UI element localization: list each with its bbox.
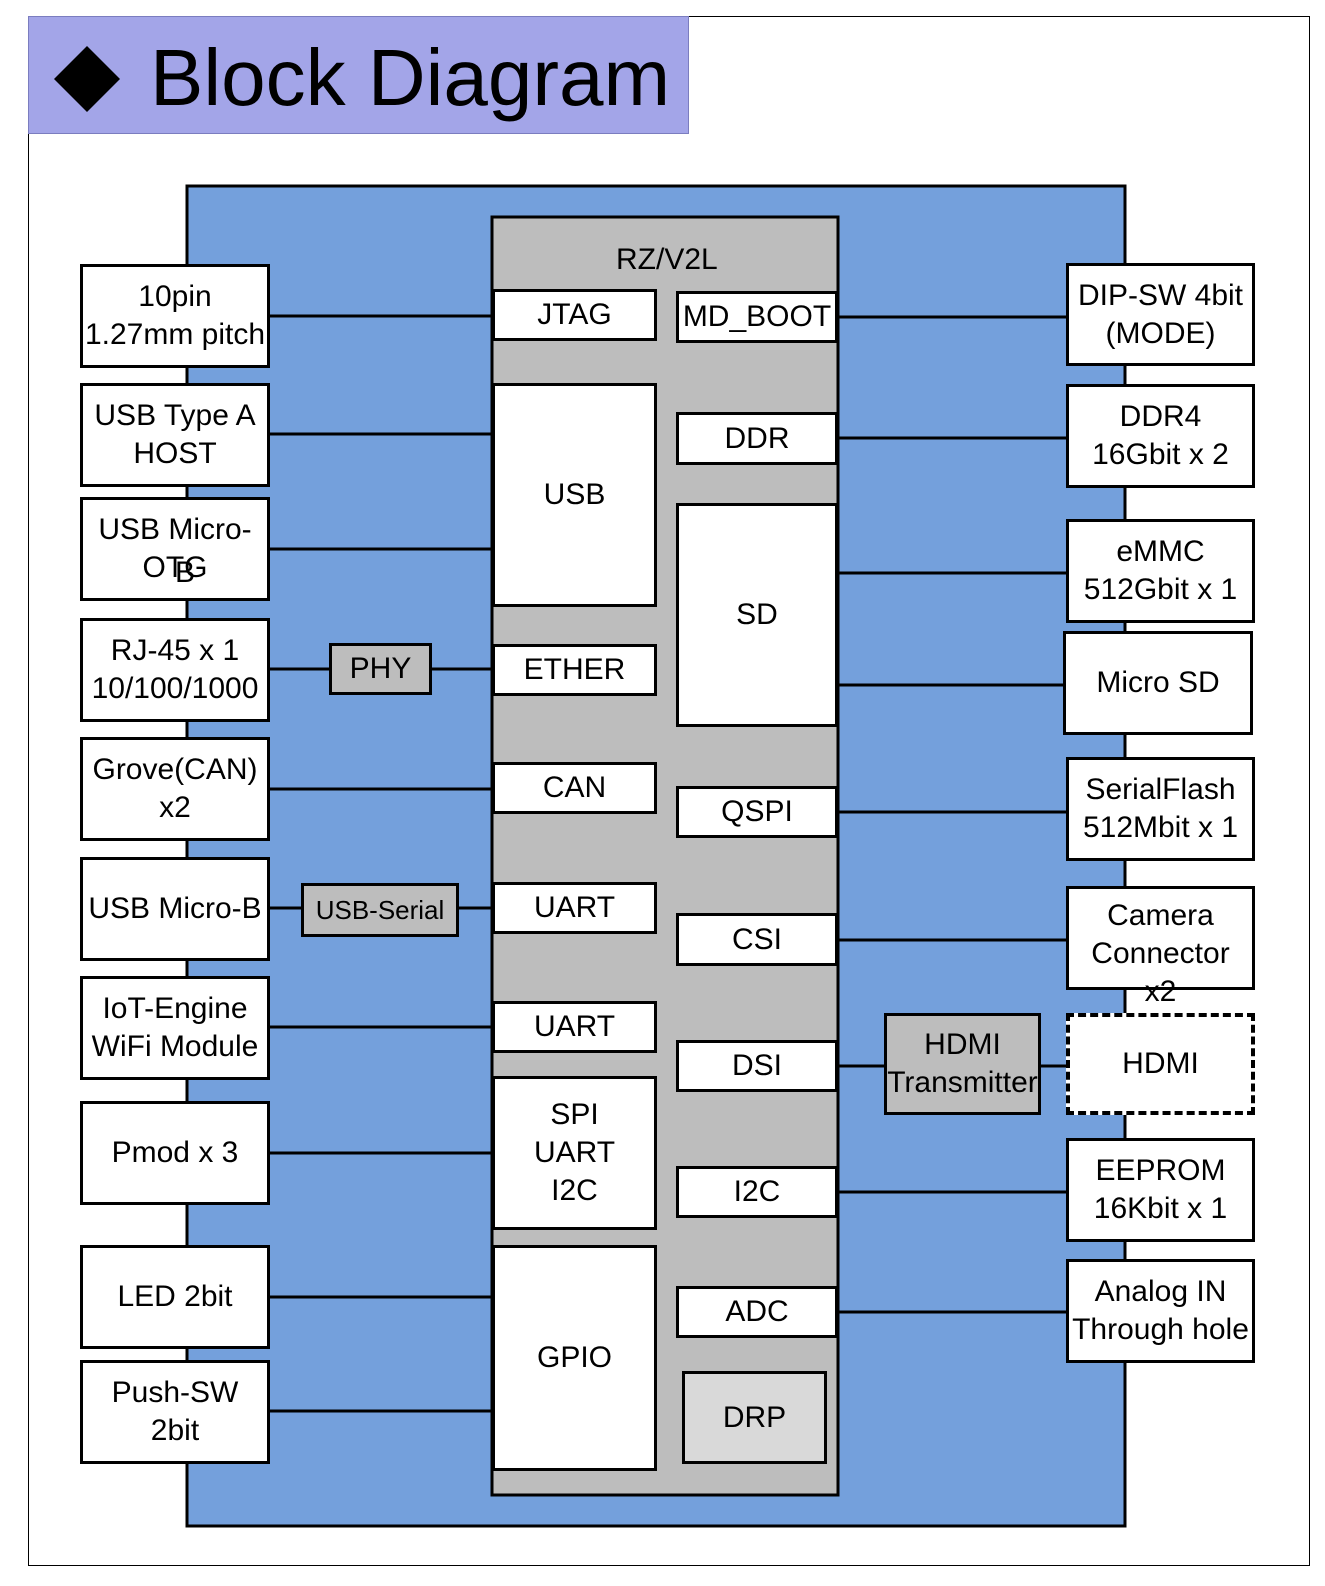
soc-block-jtag: JTAG xyxy=(492,289,657,341)
soc-block-uart-1: UART xyxy=(492,882,657,934)
left-peripheral-push-sw: Push-SW 2bit xyxy=(80,1360,270,1464)
hdmi-transmitter-chip: HDMI Transmitter xyxy=(884,1013,1041,1115)
right-peripheral-camera-connector: Camera Connector x2 xyxy=(1066,886,1255,1008)
right-peripheral-ddr4: DDR4 16Gbit x 2 xyxy=(1066,384,1255,488)
soc-block-dsi: DSI xyxy=(676,1040,838,1092)
soc-block-drp: DRP xyxy=(682,1371,827,1464)
left-peripheral-usb-micro-b: USB Micro-B xyxy=(80,857,270,961)
right-peripheral-eeprom: EEPROM 16Kbit x 1 xyxy=(1066,1138,1255,1242)
soc-block-ddr: DDR xyxy=(676,412,838,465)
soc-block-sd: SD xyxy=(676,503,838,727)
right-peripheral-hdmi: HDMI xyxy=(1066,1013,1255,1115)
left-peripheral-usb-type-a: USB Type A HOST xyxy=(80,383,270,487)
soc-block-spi-uart-i2c: SPI UART I2C xyxy=(492,1076,657,1230)
soc-block-qspi: QSPI xyxy=(676,786,838,838)
left-peripheral-led: LED 2bit xyxy=(80,1245,270,1349)
usb-micro-otg-overlap: B xyxy=(175,556,196,589)
soc-block-md-boot: MD_BOOT xyxy=(676,291,838,343)
soc-block-can: CAN xyxy=(492,762,657,814)
soc-block-csi: CSI xyxy=(676,913,838,966)
soc-block-ether: ETHER xyxy=(492,644,657,696)
page-title: Block Diagram xyxy=(150,33,671,122)
soc-block-usb: USB xyxy=(492,383,657,607)
soc-block-adc: ADC xyxy=(676,1286,838,1338)
usb-micro-otg-label: USB Micro- OTG xyxy=(98,513,252,584)
right-peripheral-dip-sw: DIP-SW 4bit (MODE) xyxy=(1066,263,1255,366)
left-peripheral-iot-engine: IoT-Engine WiFi Module xyxy=(80,976,270,1080)
right-peripheral-emmc: eMMC 512Gbit x 1 xyxy=(1066,519,1255,623)
usb-serial-chip: USB-Serial xyxy=(301,883,459,937)
left-peripheral-grove-can: Grove(CAN) x2 xyxy=(80,737,270,841)
right-peripheral-micro-sd: Micro SD xyxy=(1063,631,1253,735)
soc-block-gpio: GPIO xyxy=(492,1245,657,1471)
left-peripheral-usb-micro-otg: USB Micro- OTG B xyxy=(80,497,270,601)
right-peripheral-serial-flash: SerialFlash 512Mbit x 1 xyxy=(1066,757,1255,861)
left-peripheral-rj45: RJ-45 x 1 10/100/1000 xyxy=(80,618,270,722)
soc-name: RZ/V2L xyxy=(616,243,718,276)
soc-block-uart-2: UART xyxy=(492,1001,657,1053)
connection-lines xyxy=(269,314,1066,1413)
phy-chip: PHY xyxy=(329,643,432,695)
diamond-icon xyxy=(54,46,120,112)
left-peripheral-pmod: Pmod x 3 xyxy=(80,1101,270,1205)
title-bar xyxy=(28,16,689,134)
right-peripheral-analog-in: Analog IN Through hole xyxy=(1066,1259,1255,1363)
left-peripheral-jtag-connector: 10pin 1.27mm pitch xyxy=(80,264,270,368)
soc-block-i2c: I2C xyxy=(676,1166,838,1218)
